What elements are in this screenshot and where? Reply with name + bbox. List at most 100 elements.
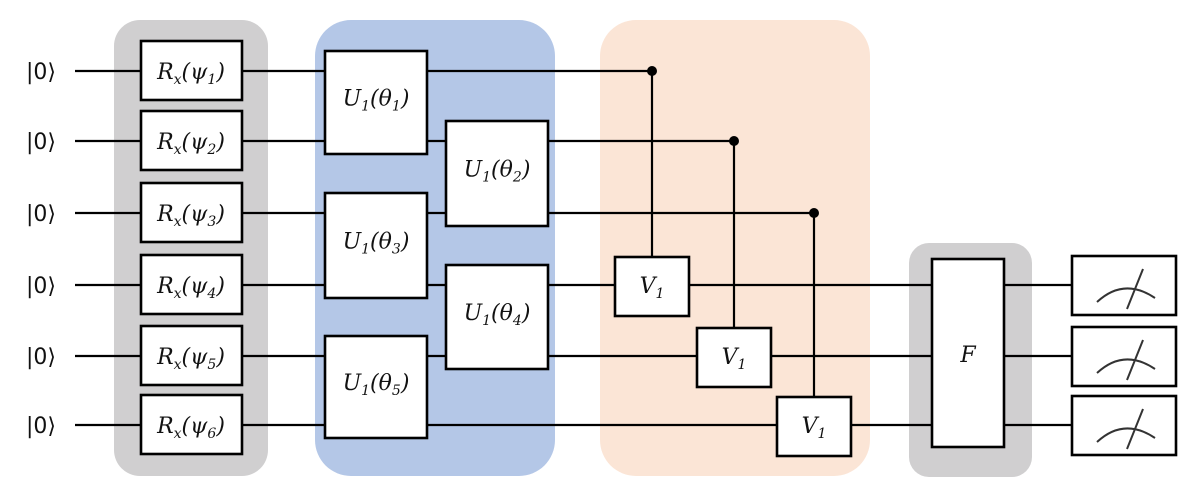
gate-label: Rx(ψ3) bbox=[156, 202, 225, 230]
u1-gate: U1(θ1) bbox=[323, 49, 429, 156]
subscript: x bbox=[174, 214, 182, 230]
subscript: 3 bbox=[207, 214, 216, 230]
label-text: ψ bbox=[190, 130, 208, 155]
input-state-ket: |0⟩ bbox=[26, 130, 56, 155]
measurement bbox=[1070, 325, 1178, 388]
label-text: R bbox=[156, 345, 174, 370]
label-text: R bbox=[156, 202, 174, 227]
gate-box bbox=[775, 395, 853, 458]
label-text: ψ bbox=[190, 414, 208, 439]
label-text: ) bbox=[215, 414, 225, 439]
u1-gate: U1(θ4) bbox=[444, 263, 550, 371]
subscript: 1 bbox=[361, 383, 370, 399]
label-text: ( bbox=[182, 130, 191, 155]
meter-icon bbox=[1096, 339, 1156, 381]
meter-icon bbox=[1096, 268, 1156, 310]
subscript: 5 bbox=[392, 383, 401, 399]
subscript: 2 bbox=[206, 142, 216, 158]
gate-label: U1(θ3) bbox=[343, 230, 410, 258]
u1-gate: U1(θ5) bbox=[323, 334, 429, 440]
label-text: V bbox=[640, 274, 658, 299]
subscript: 1 bbox=[482, 313, 491, 329]
gate-label: Rx(ψ5) bbox=[156, 345, 225, 373]
label-text: θ bbox=[379, 230, 392, 255]
gate-label: U1(θ1) bbox=[343, 87, 410, 115]
label-text: ) bbox=[215, 130, 225, 155]
gate-box bbox=[613, 255, 691, 318]
subscript: 1 bbox=[392, 99, 401, 115]
label-text: R bbox=[156, 130, 174, 155]
label-text: θ bbox=[500, 158, 513, 183]
meter-icon bbox=[1096, 408, 1156, 450]
label-text: ψ bbox=[190, 60, 208, 85]
label-text: ) bbox=[521, 301, 531, 326]
subscript: 1 bbox=[482, 170, 491, 186]
subscript: x bbox=[174, 357, 182, 373]
gate-label: U1(θ4) bbox=[464, 301, 531, 329]
measurement bbox=[1070, 394, 1178, 457]
controlled-v1-gate: V1 bbox=[775, 208, 853, 458]
label-text: ( bbox=[370, 230, 379, 255]
gate-box bbox=[139, 324, 244, 387]
label-text: ) bbox=[215, 274, 225, 299]
u1-gate: U1(θ2) bbox=[444, 119, 550, 228]
label-text: U bbox=[464, 301, 484, 326]
label-text: ( bbox=[182, 202, 191, 227]
label-text: ( bbox=[182, 60, 191, 85]
input-state-ket: |0⟩ bbox=[26, 345, 56, 370]
label-text: ψ bbox=[190, 274, 208, 299]
subscript: 6 bbox=[207, 426, 216, 442]
input-state-ket: |0⟩ bbox=[26, 274, 56, 299]
subscript: 1 bbox=[207, 72, 216, 88]
gate-box bbox=[695, 326, 773, 389]
subscript: 3 bbox=[392, 242, 401, 258]
gate-box bbox=[139, 181, 244, 244]
gate-box bbox=[323, 191, 429, 300]
subscript: 1 bbox=[361, 99, 370, 115]
label-text: ( bbox=[370, 87, 379, 112]
label-text: ψ bbox=[190, 345, 208, 370]
gate-label: F bbox=[959, 343, 976, 368]
gate-box bbox=[139, 253, 244, 316]
subscript: 5 bbox=[207, 357, 216, 373]
label-text: ) bbox=[400, 230, 410, 255]
label-text: ψ bbox=[190, 202, 208, 227]
control-dot bbox=[729, 136, 739, 146]
measurement-box bbox=[1070, 394, 1178, 457]
label-text: ) bbox=[215, 345, 225, 370]
gate-box bbox=[139, 109, 244, 172]
input-state-ket: |0⟩ bbox=[26, 202, 56, 227]
label-text: ) bbox=[400, 371, 410, 396]
label-text: ( bbox=[182, 345, 191, 370]
input-state-ket: |0⟩ bbox=[26, 60, 56, 85]
gate-box bbox=[139, 393, 244, 456]
input-state-ket: |0⟩ bbox=[26, 414, 56, 439]
gate-label: Rx(ψ1) bbox=[156, 60, 225, 88]
controlled-v1-gate: V1 bbox=[695, 136, 773, 389]
subscript: x bbox=[174, 72, 182, 88]
gate-label: U1(θ5) bbox=[343, 371, 410, 399]
label-text: ( bbox=[370, 371, 379, 396]
gate-label: U1(θ2) bbox=[464, 158, 531, 186]
control-dot bbox=[809, 208, 819, 218]
label-text: ) bbox=[215, 202, 225, 227]
subscript: 1 bbox=[817, 426, 826, 442]
label-text: ) bbox=[215, 60, 225, 85]
rx-gate: Rx(ψ6) bbox=[139, 393, 244, 456]
gate-label: V1 bbox=[640, 274, 665, 302]
gate-box bbox=[323, 334, 429, 440]
subscript: x bbox=[174, 426, 182, 442]
controlled-v1-gate: V1 bbox=[613, 66, 691, 318]
subscript: x bbox=[174, 142, 182, 158]
label-text: V bbox=[802, 414, 820, 439]
gate-box bbox=[444, 119, 550, 228]
gate-label: Rx(ψ4) bbox=[156, 274, 225, 302]
gate-label: Rx(ψ6) bbox=[156, 414, 225, 442]
measurement-box bbox=[1070, 325, 1178, 388]
label-text: ( bbox=[491, 301, 500, 326]
control-dot bbox=[647, 66, 657, 76]
label-text: U bbox=[343, 371, 363, 396]
label-text: θ bbox=[379, 87, 392, 112]
gate-box bbox=[139, 39, 244, 102]
